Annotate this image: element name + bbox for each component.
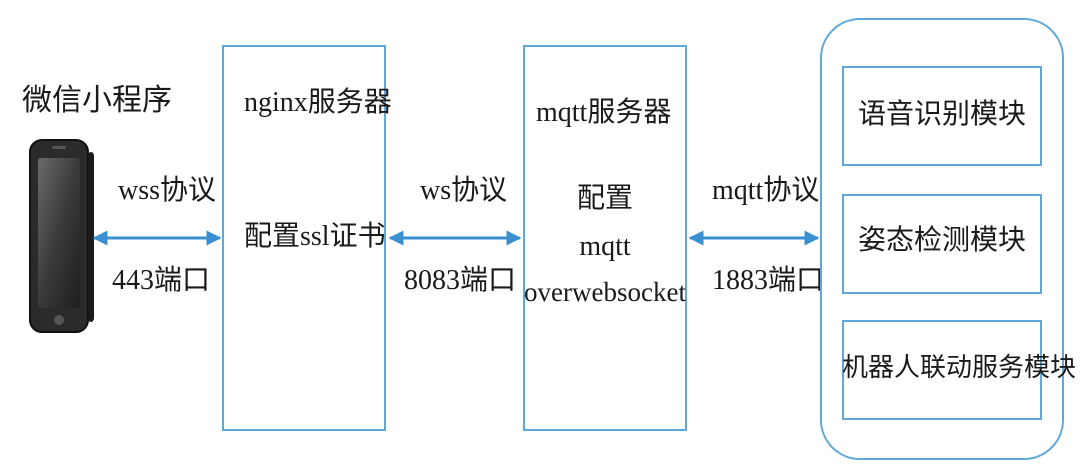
link3-port: 1883端口 — [712, 265, 825, 296]
nginx-server-box — [222, 45, 386, 431]
mqtt-config-line1: 配置 — [576, 183, 633, 214]
mqtt-config-line3: overwebsocket — [524, 277, 686, 307]
mqtt-title: mqtt服务器 — [536, 97, 672, 128]
link2-port: 8083端口 — [404, 265, 517, 296]
module-label-2: 姿态检测模块 — [857, 225, 1026, 256]
module-box-3 — [842, 320, 1042, 420]
mqtt-server-box — [523, 45, 687, 431]
link1-port: 443端口 — [112, 265, 211, 296]
module-label-3: 机器人联动服务模块 — [842, 353, 1077, 382]
nginx-title: nginx服务器 — [244, 87, 392, 118]
link1-protocol: wss协议 — [118, 175, 217, 206]
module-box-2 — [842, 194, 1042, 294]
client-label: 微信小程序 — [22, 84, 172, 117]
module-box-1 — [842, 66, 1042, 166]
link2-protocol: ws协议 — [420, 175, 508, 206]
link3-protocol: mqtt协议 — [712, 175, 820, 206]
nginx-config: 配置ssl证书 — [244, 221, 386, 252]
smartphone-icon — [29, 139, 94, 333]
module-label-1: 语音识别模块 — [857, 99, 1026, 130]
mqtt-config-line2: mqtt — [579, 231, 631, 262]
